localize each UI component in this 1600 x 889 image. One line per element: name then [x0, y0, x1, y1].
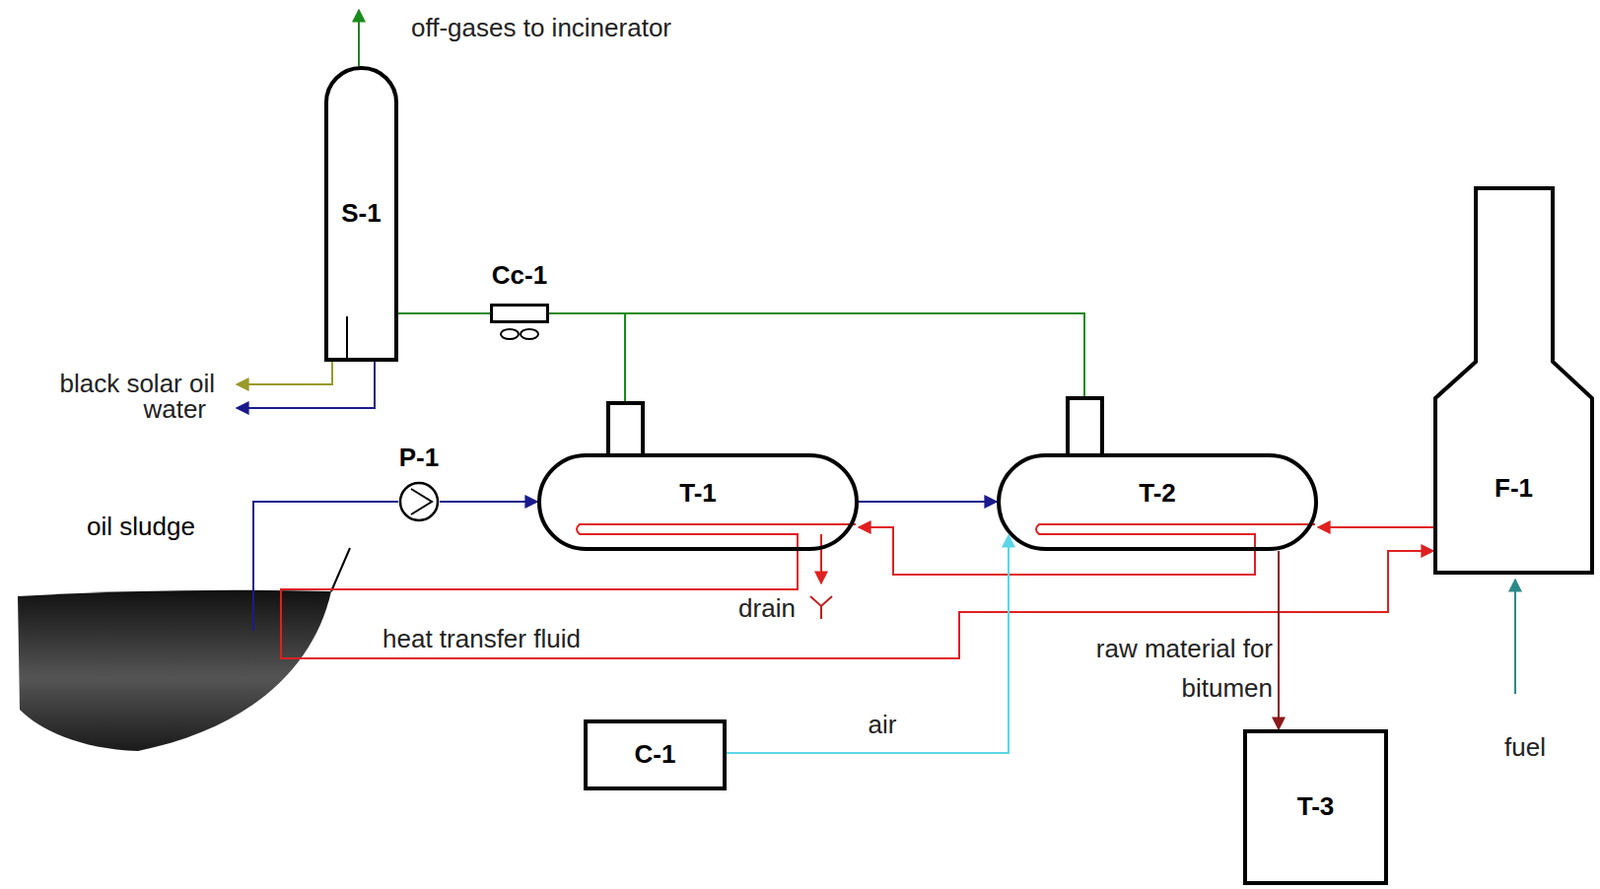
pump-outline — [398, 481, 440, 523]
stream-label: heat transfer fluid — [382, 619, 581, 659]
part-heading: P-1 — [399, 443, 439, 474]
part-name: T-3 — [1297, 792, 1335, 823]
condenser-cooler: Cc-1 — [489, 303, 550, 324]
stream-label: drain — [738, 588, 796, 628]
stream-label: off-gases to incinerator — [411, 7, 672, 48]
pump-symbol: P-1 — [398, 481, 440, 523]
part-name: T-1 — [679, 479, 717, 509]
pipe-line — [398, 312, 490, 315]
stream-label: water — [142, 389, 207, 429]
pipe-line — [858, 500, 997, 503]
stream-label: raw material for bitumen — [1045, 628, 1273, 708]
part-heading: Cc-1 — [491, 261, 548, 291]
part-name: S-1 — [341, 199, 381, 229]
furnace: F-1 — [1433, 186, 1595, 575]
part-heading: oil sludge — [86, 512, 196, 543]
pipe-line — [1277, 551, 1280, 730]
part-name: T-2 — [1138, 479, 1177, 509]
part-name: C-1 — [634, 740, 677, 770]
pipe-line — [858, 527, 1255, 575]
pipe-line — [726, 535, 1009, 754]
part-name: F-1 — [1494, 474, 1533, 504]
compressor: C-1 — [583, 719, 727, 791]
stream-label: air — [868, 704, 898, 745]
heating-tank: T-2 — [996, 453, 1319, 552]
stream-label: fuel — [1504, 727, 1546, 767]
sludge-pit: oil sludge — [17, 548, 353, 756]
pipe-line — [439, 500, 538, 503]
pipe-line — [1318, 526, 1434, 529]
separator-column: S-1 — [324, 66, 399, 362]
furnace-outline — [1433, 186, 1595, 575]
heating-tank: T-1 — [537, 453, 859, 552]
storage-tank: T-3 — [1243, 729, 1389, 886]
pit-outline — [17, 548, 353, 756]
